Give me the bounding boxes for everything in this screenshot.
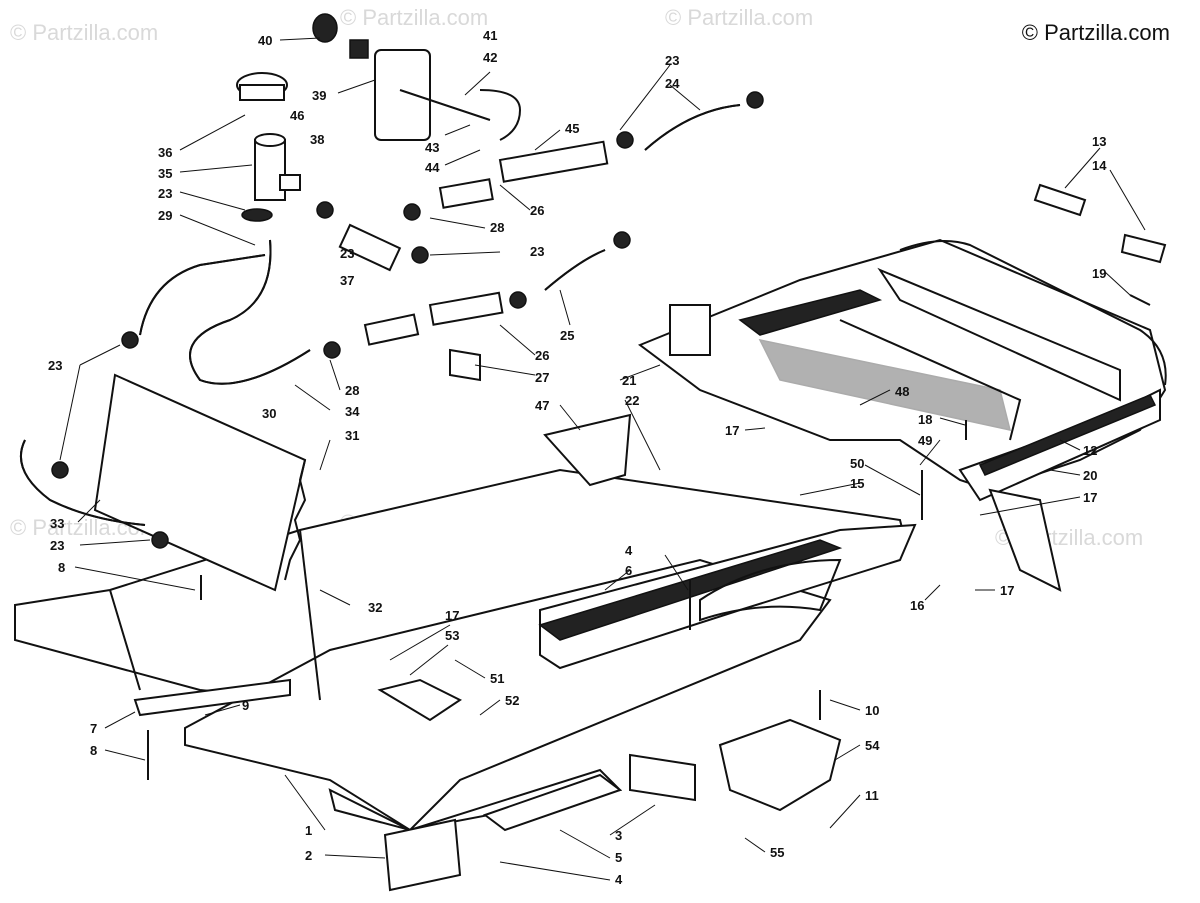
part-label: 23 xyxy=(158,186,172,201)
part-label: 8 xyxy=(90,743,97,758)
part-label: 32 xyxy=(368,600,382,615)
part-label: 33 xyxy=(50,516,64,531)
part-label: 28 xyxy=(490,220,504,235)
part-label: 21 xyxy=(622,373,636,388)
part-label: 43 xyxy=(425,140,439,155)
part-label: 35 xyxy=(158,166,172,181)
part-label: 31 xyxy=(345,428,359,443)
part-label: 1 xyxy=(305,823,312,838)
coolant-tubes xyxy=(338,140,609,346)
part-label: 18 xyxy=(918,412,932,427)
part-label: 52 xyxy=(505,693,519,708)
part-label: 46 xyxy=(290,108,304,123)
leader-lines xyxy=(59,37,1146,881)
part-label: 34 xyxy=(345,404,360,419)
part-label: 8 xyxy=(58,560,65,575)
watermark: © Partzilla.com xyxy=(10,20,159,45)
part-label: 9 xyxy=(242,698,249,713)
part-label: 6 xyxy=(625,563,632,578)
part-label: 24 xyxy=(665,76,680,91)
part-label: 42 xyxy=(483,50,497,65)
part-label: 25 xyxy=(560,328,574,343)
part-label: 51 xyxy=(490,671,504,686)
hose-clamps xyxy=(51,91,764,549)
part-label: 45 xyxy=(565,121,579,136)
part-label: 20 xyxy=(1083,468,1097,483)
watermark: © Partzilla.com xyxy=(340,5,489,30)
part-label: 47 xyxy=(535,398,549,413)
part-label: 17 xyxy=(725,423,739,438)
part-label: 2 xyxy=(305,848,312,863)
part-label: 28 xyxy=(345,383,359,398)
part-label: 54 xyxy=(865,738,880,753)
watermark: © Partzilla.com xyxy=(665,5,814,30)
part-label: 44 xyxy=(425,160,440,175)
part-label: 26 xyxy=(530,203,544,218)
part-label: 12 xyxy=(1083,443,1097,458)
part-label: 19 xyxy=(1092,266,1106,281)
radiator xyxy=(93,373,307,592)
part-label: 30 xyxy=(262,406,276,421)
part-label: 36 xyxy=(158,145,172,160)
copyright-notice: © Partzilla.com xyxy=(1021,20,1170,45)
part-label: 48 xyxy=(895,384,909,399)
part-label: 4 xyxy=(625,543,633,558)
part-label: 17 xyxy=(1000,583,1014,598)
part-labels: 40 41 42 39 46 38 43 44 45 36 35 23 29 2… xyxy=(48,28,1107,887)
part-label: 10 xyxy=(865,703,879,718)
part-label: 49 xyxy=(918,433,932,448)
part-label: 13 xyxy=(1092,134,1106,149)
part-label: 23 xyxy=(530,244,544,259)
brackets xyxy=(133,183,1167,892)
part-label: 16 xyxy=(910,598,924,613)
part-label: 15 xyxy=(850,476,864,491)
part-label: 39 xyxy=(312,88,326,103)
part-label: 27 xyxy=(535,370,549,385)
part-label: 17 xyxy=(1083,490,1097,505)
part-label: 26 xyxy=(535,348,549,363)
part-label: 5 xyxy=(615,850,622,865)
part-label: 23 xyxy=(50,538,64,553)
part-label: 50 xyxy=(850,456,864,471)
coolant-hoses xyxy=(20,104,741,526)
coolant-reservoir xyxy=(312,13,522,141)
part-label: 4 xyxy=(615,872,623,887)
part-label: 3 xyxy=(615,828,622,843)
filler-neck xyxy=(236,72,301,201)
part-label: 40 xyxy=(258,33,272,48)
part-label: 23 xyxy=(340,246,354,261)
part-label: 41 xyxy=(483,28,497,43)
part-label: 29 xyxy=(158,208,172,223)
part-label: 38 xyxy=(310,132,324,147)
part-label: 23 xyxy=(665,53,679,68)
part-label: 37 xyxy=(340,273,354,288)
part-label: 53 xyxy=(445,628,459,643)
part-label: 14 xyxy=(1092,158,1107,173)
part-label: 17 xyxy=(445,608,459,623)
rear-bumper-frame xyxy=(637,238,1167,592)
part-label: 22 xyxy=(625,393,639,408)
part-label: 11 xyxy=(865,788,879,803)
part-label: 23 xyxy=(48,358,62,373)
part-label: 55 xyxy=(770,845,784,860)
part-label: 7 xyxy=(90,721,97,736)
